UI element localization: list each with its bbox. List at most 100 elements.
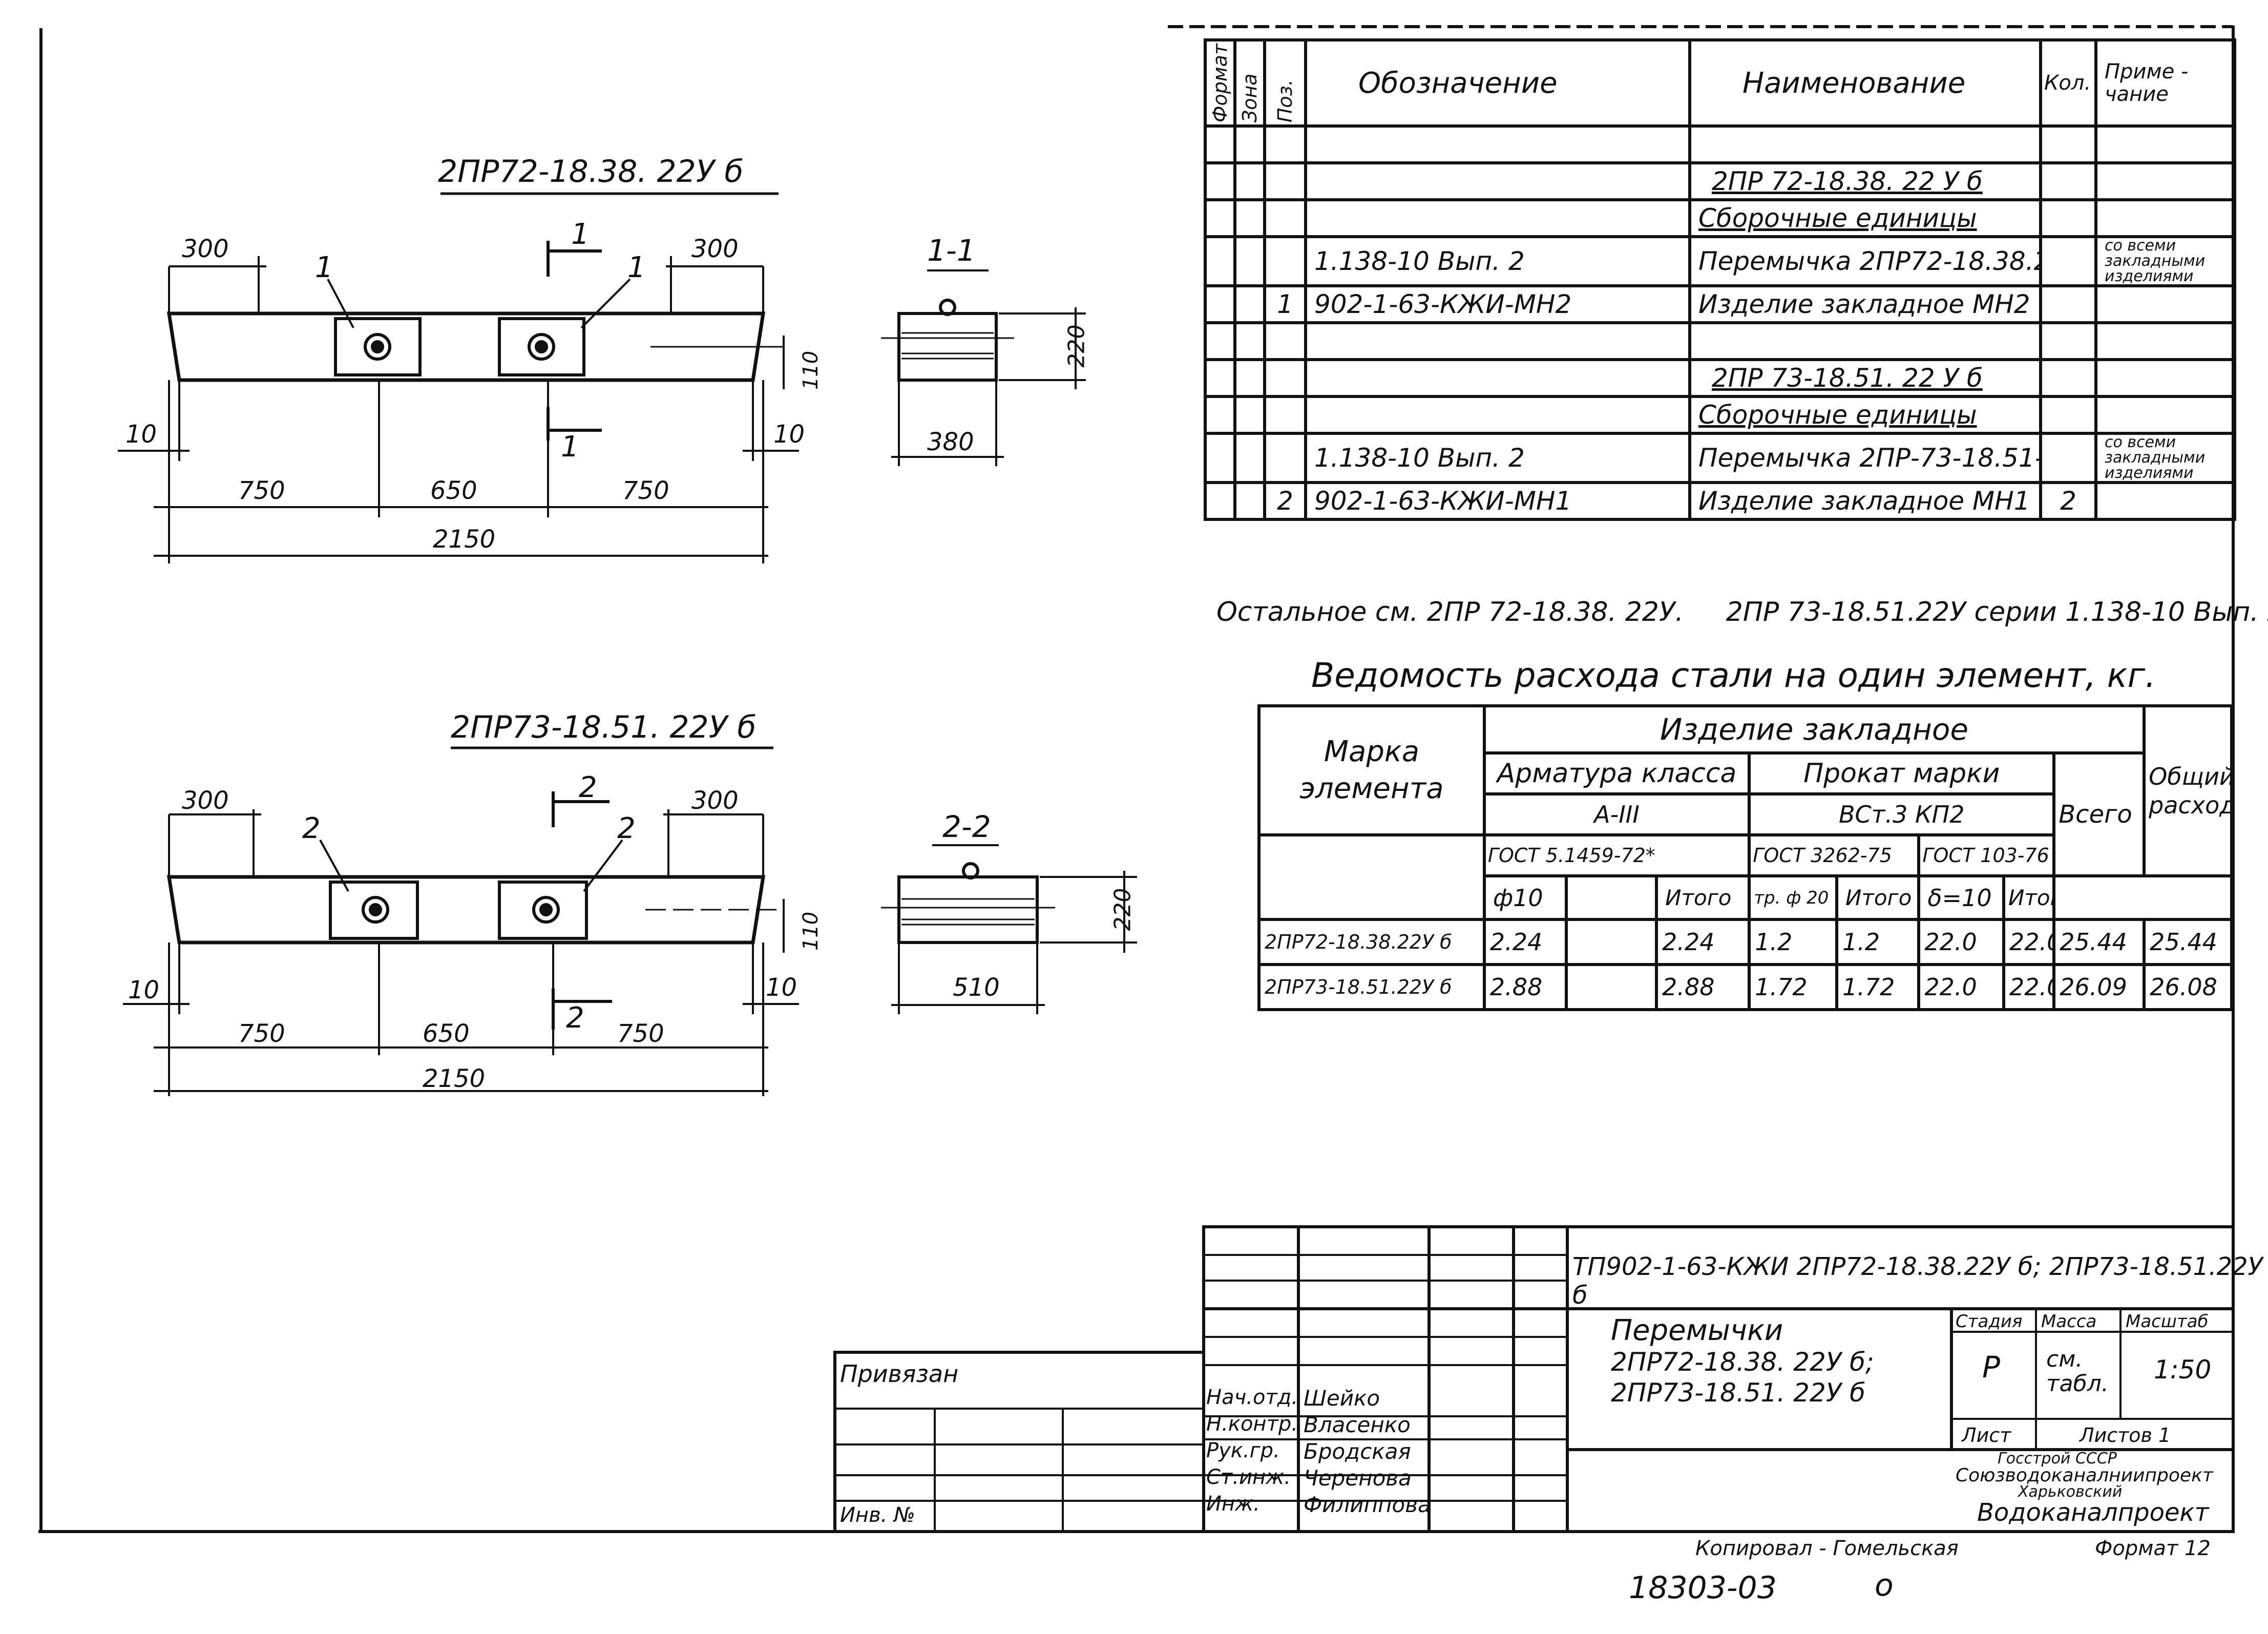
dim2-total: 2150 [423, 1064, 486, 1093]
spec-note: со всеми закладными изделиями [2094, 432, 2236, 485]
steel-d10: 2.88 [1482, 963, 1568, 1011]
dim-end-left: 10 [125, 420, 157, 449]
col-zone: Зона [1235, 40, 1265, 127]
spec-row: 2ПР 73-18.51. 22 У б [1204, 358, 2236, 399]
role-label: Нач.отд. [1206, 1386, 1298, 1409]
col-pos: Поз. [1265, 40, 1306, 127]
spec-qty [2039, 432, 2097, 485]
spec-designation [1304, 395, 1691, 435]
spec-name: Изделие закладное МН2 [1688, 284, 2042, 325]
c-itogo-3: Итого [2002, 874, 2056, 921]
doc-code: ТП902-1-63-КЖИ 2ПР72-18.38.22У б; 2ПР73-… [1572, 1252, 2263, 1310]
steel-overall: 26.08 [2143, 963, 2233, 1011]
spec-row [1204, 321, 2236, 362]
sec2-height: 220 [1109, 888, 1136, 931]
spec-qty [2039, 235, 2097, 288]
spec-name: Перемычка 2ПР-73-18.51-22У [1688, 432, 2042, 485]
dim-height: 110 [799, 350, 823, 390]
c-tr: тр. ф 20 [1748, 874, 1838, 921]
drawing-2 [123, 746, 1137, 1096]
product-name-2: 2ПР72-18.38. 22У б; [1611, 1347, 1874, 1377]
steel-total: 25.44 [2052, 918, 2146, 966]
spec-pos [1263, 321, 1307, 362]
rebar-gost: ГОСТ 5.1459-72* [1482, 833, 1751, 877]
stamp-sign: о [1875, 1567, 1894, 1603]
role-person: Власенко [1304, 1412, 1411, 1437]
org-2: Союзводоканалниипроект [1956, 1465, 2213, 1486]
spec-qty: 2 [2039, 481, 2097, 521]
rebar-header: Арматура класса [1482, 751, 1751, 795]
spec-designation: 1.138-10 Вып. 2 [1304, 432, 1691, 485]
spec-row: Сборочные единицы [1204, 198, 2236, 239]
steel-tr: 1.72 [1748, 963, 1838, 1011]
title-block-grid [833, 1225, 2235, 1533]
spec-name: Перемычка 2ПР72-18.38.22У [1688, 235, 2042, 288]
spec-qty [2039, 321, 2097, 362]
mass-value: см. табл. [2046, 1346, 2109, 1397]
role-person: Бродская [1304, 1439, 1411, 1464]
spec-name [1688, 321, 2042, 362]
total-header: Всего [2052, 751, 2146, 877]
spec-designation [1304, 124, 1691, 165]
dim2-left: 300 [182, 786, 229, 815]
dim2-right: 300 [691, 786, 739, 815]
role-label: Ст.инж. [1206, 1465, 1291, 1489]
drawing-1-title: 2ПР72-18.38. 22У б [438, 154, 744, 190]
col-note: Приме - чание [2094, 38, 2236, 128]
pos-mark-1b: 1 [627, 251, 646, 284]
steel-table: Марка элемента Изделие закладное Общий р… [1257, 704, 2233, 1011]
spec-pos [1263, 198, 1307, 239]
dim2-a: 750 [238, 1019, 285, 1048]
spec-designation: 1.138-10 Вып. 2 [1304, 235, 1691, 288]
spec-designation [1304, 358, 1691, 399]
c-itogo-1: Итого [1655, 874, 1751, 921]
spec-name: 2ПР 73-18.51. 22 У б [1688, 358, 2042, 399]
specification-table: Формат Зона Поз. Обозначение Наименовани… [1204, 38, 2236, 521]
dim2-c: 750 [617, 1019, 664, 1048]
product-name-1: Перемычки [1611, 1314, 1783, 1347]
role-label: Н.контр. [1206, 1412, 1298, 1436]
role-person: Филиппова [1304, 1492, 1431, 1517]
group-header: Изделие закладное [1482, 704, 2146, 755]
spec-designation [1304, 161, 1691, 202]
scale-label: Масштаб [2126, 1311, 2209, 1332]
mark-header: Марка элемента [1257, 704, 1486, 836]
steel-blank [1565, 963, 1658, 1011]
steel-title: Ведомость расхода стали на один элемент,… [1311, 656, 2156, 695]
steel-total: 26.09 [2052, 963, 2146, 1011]
role-person: Черенова [1304, 1465, 1412, 1491]
spec-name [1688, 124, 2042, 165]
org-3: Харьковский [2018, 1483, 2123, 1501]
cut-mark-1-bottom: 1 [561, 430, 579, 464]
dim-b: 650 [430, 476, 477, 505]
scale-value: 1:50 [2154, 1355, 2212, 1385]
stamp-number: 18303-03 [1629, 1570, 1777, 1606]
steel-d10: 2.24 [1482, 918, 1568, 966]
spec-pos [1263, 432, 1307, 485]
cut-mark-1-top: 1 [571, 218, 590, 251]
steel-mark: 2ПР73-18.51.22У б [1257, 963, 1486, 1011]
col-qty: Кол. [2039, 38, 2097, 128]
spec-qty [2039, 358, 2097, 399]
spec-note [2094, 198, 2236, 239]
steel-itogo2: 1.2 [1835, 918, 1921, 966]
gost-a: ГОСТ 3262-75 [1748, 833, 1921, 877]
dim-right: 300 [691, 235, 739, 263]
rebar-class: А-III [1482, 792, 1751, 836]
steel-itogo1: 2.24 [1655, 918, 1751, 966]
dim2-b: 650 [423, 1019, 470, 1048]
role-label: Инж. [1206, 1492, 1260, 1516]
format-label: Формат 12 [2095, 1537, 2211, 1560]
copied-by: Копировал - Гомельская [1695, 1537, 1959, 1560]
steel-itogo1: 2.88 [1655, 963, 1751, 1011]
section-2-label: 2-2 [942, 809, 991, 844]
dim-left: 300 [182, 235, 229, 263]
spec-row: 2ПР 72-18.38. 22 У б [1204, 161, 2236, 202]
steel-mark: 2ПР72-18.38.22У б [1257, 918, 1486, 966]
pos-mark-1a: 1 [315, 251, 333, 284]
spec-name: Сборочные единицы [1688, 198, 2042, 239]
sec-height: 220 [1063, 324, 1090, 368]
product-name-3: 2ПР73-18.51. 22У б [1611, 1378, 1865, 1408]
dim2-end-right: 10 [766, 973, 797, 1002]
